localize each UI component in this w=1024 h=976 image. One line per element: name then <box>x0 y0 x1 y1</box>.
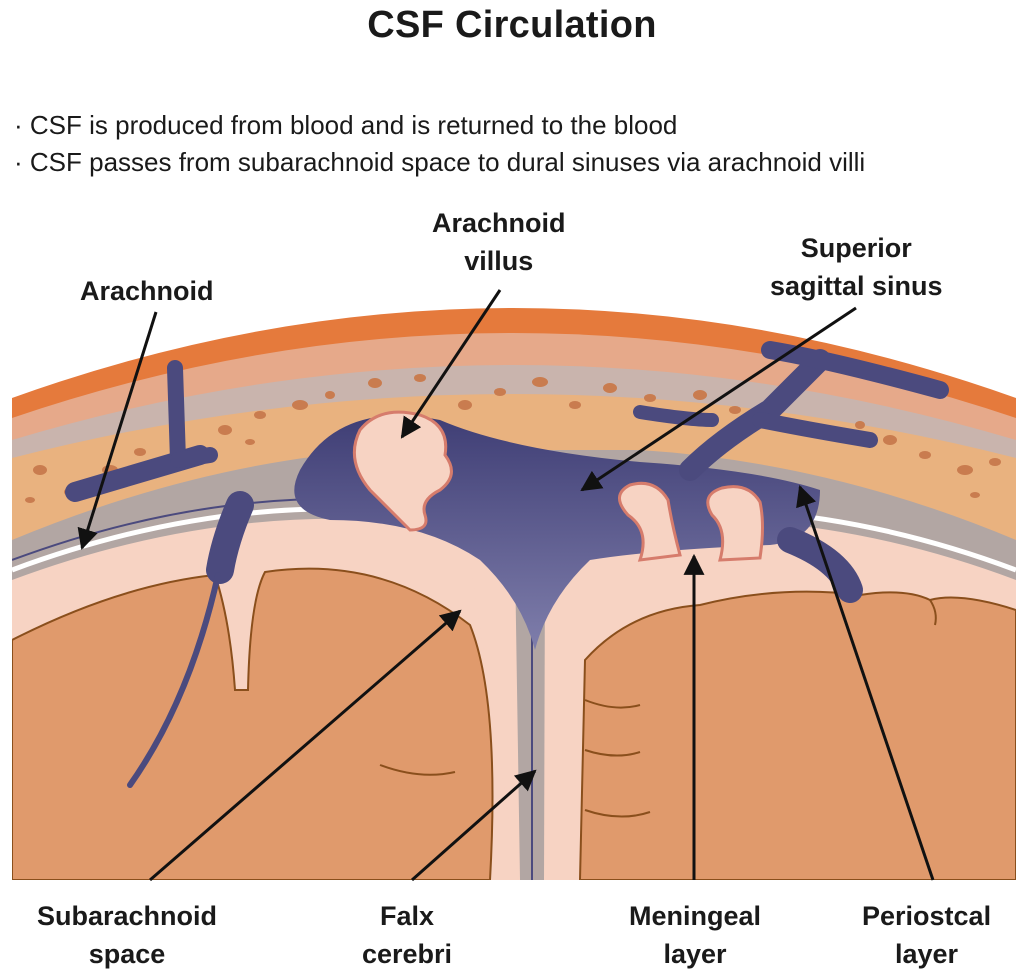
label-line: Arachnoid <box>80 272 214 310</box>
label-line: space <box>37 935 217 973</box>
label-falx-cerebri: Falx cerebri <box>362 897 452 973</box>
label-line: Arachnoid <box>432 204 566 242</box>
bullet-item: · CSF is produced from blood and is retu… <box>14 107 865 144</box>
label-line: villus <box>432 242 566 280</box>
bullet-list: · CSF is produced from blood and is retu… <box>14 107 865 181</box>
label-line: Periostcal <box>862 897 991 935</box>
label-line: Falx <box>362 897 452 935</box>
label-periosteal-layer: Periostcal layer <box>862 897 991 973</box>
page-title: CSF Circulation <box>0 4 1024 47</box>
label-arachnoid: Arachnoid <box>80 272 214 310</box>
right-hemisphere <box>580 592 1016 880</box>
label-line: layer <box>629 935 761 973</box>
label-subarachnoid-space: Subarachnoid space <box>37 897 217 973</box>
bullet-item: · CSF passes from subarachnoid space to … <box>14 144 865 181</box>
label-line: cerebri <box>362 935 452 973</box>
label-line: Subarachnoid <box>37 897 217 935</box>
label-line: Meningeal <box>629 897 761 935</box>
label-line: sagittal sinus <box>770 267 943 305</box>
label-line: Superior <box>770 229 943 267</box>
label-meningeal-layer: Meningeal layer <box>629 897 761 973</box>
anatomy-scene <box>12 308 1016 880</box>
label-superior-sagittal-sinus: Superior sagittal sinus <box>770 229 943 305</box>
label-line: layer <box>862 935 991 973</box>
label-arachnoid-villus: Arachnoid villus <box>432 204 566 280</box>
